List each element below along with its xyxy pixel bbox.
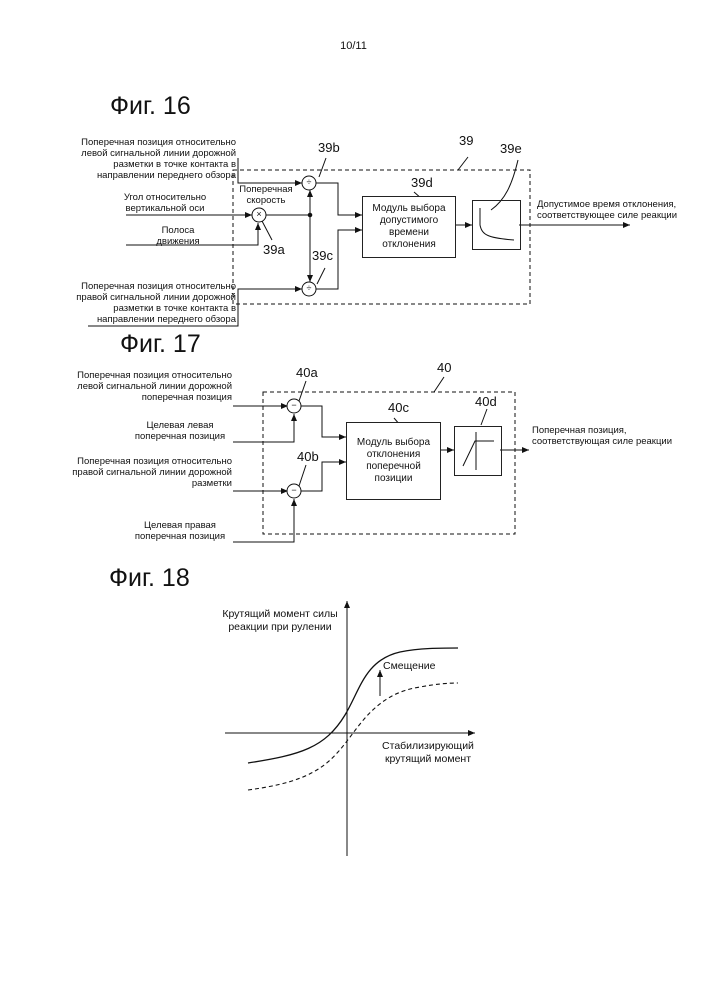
- fig17-input-target-right: Целевая правая поперечная позиция: [130, 520, 230, 542]
- fig17-sub-top-symbol: −: [288, 401, 300, 410]
- fig16-div-bottom-symbol: ÷: [303, 284, 315, 293]
- fig17-ref-module: 40c: [388, 400, 409, 415]
- fig17-ref-main: 40: [437, 360, 451, 375]
- fig17-input-target-left: Целевая левая поперечная позиция: [130, 420, 230, 442]
- fig16-module-block: Модуль выбора допустимого времени отклон…: [362, 196, 456, 258]
- fig17-input-left-marking: Поперечная позиция относительно левой си…: [68, 370, 232, 403]
- fig17-ref-sub-top: 40a: [296, 365, 318, 380]
- fig18-shift-label: Смещение: [383, 661, 453, 672]
- fig17-input-right-marking: Поперечная позиция относительно правой с…: [68, 456, 232, 489]
- fig16-module-label: Модуль выбора допустимого времени отклон…: [363, 203, 455, 251]
- fig17-ref-map: 40d: [475, 394, 497, 409]
- fig16-map-block: [472, 200, 521, 250]
- fig16-mult-symbol: ×: [253, 210, 265, 219]
- fig17-title: Фиг. 17: [120, 330, 201, 359]
- fig17-map-block: [454, 426, 502, 476]
- fig17-module-label: Модуль выбора отклонения поперечной пози…: [347, 437, 440, 485]
- fig17-sub-bottom-symbol: −: [288, 486, 300, 495]
- fig17-ref-sub-bottom: 40b: [297, 449, 319, 464]
- fig17-output: Поперечная позиция, соответствующая силе…: [532, 425, 672, 447]
- fig16-div-top-symbol: ÷: [303, 178, 315, 187]
- fig17-module-block: Модуль выбора отклонения поперечной пози…: [346, 422, 441, 500]
- fig18-y-label: Крутящий момент силы реакции при рулении: [216, 608, 344, 634]
- fig18-title: Фиг. 18: [109, 564, 190, 593]
- fig18-x-label: Стабилизирующий крутящий момент: [372, 740, 484, 766]
